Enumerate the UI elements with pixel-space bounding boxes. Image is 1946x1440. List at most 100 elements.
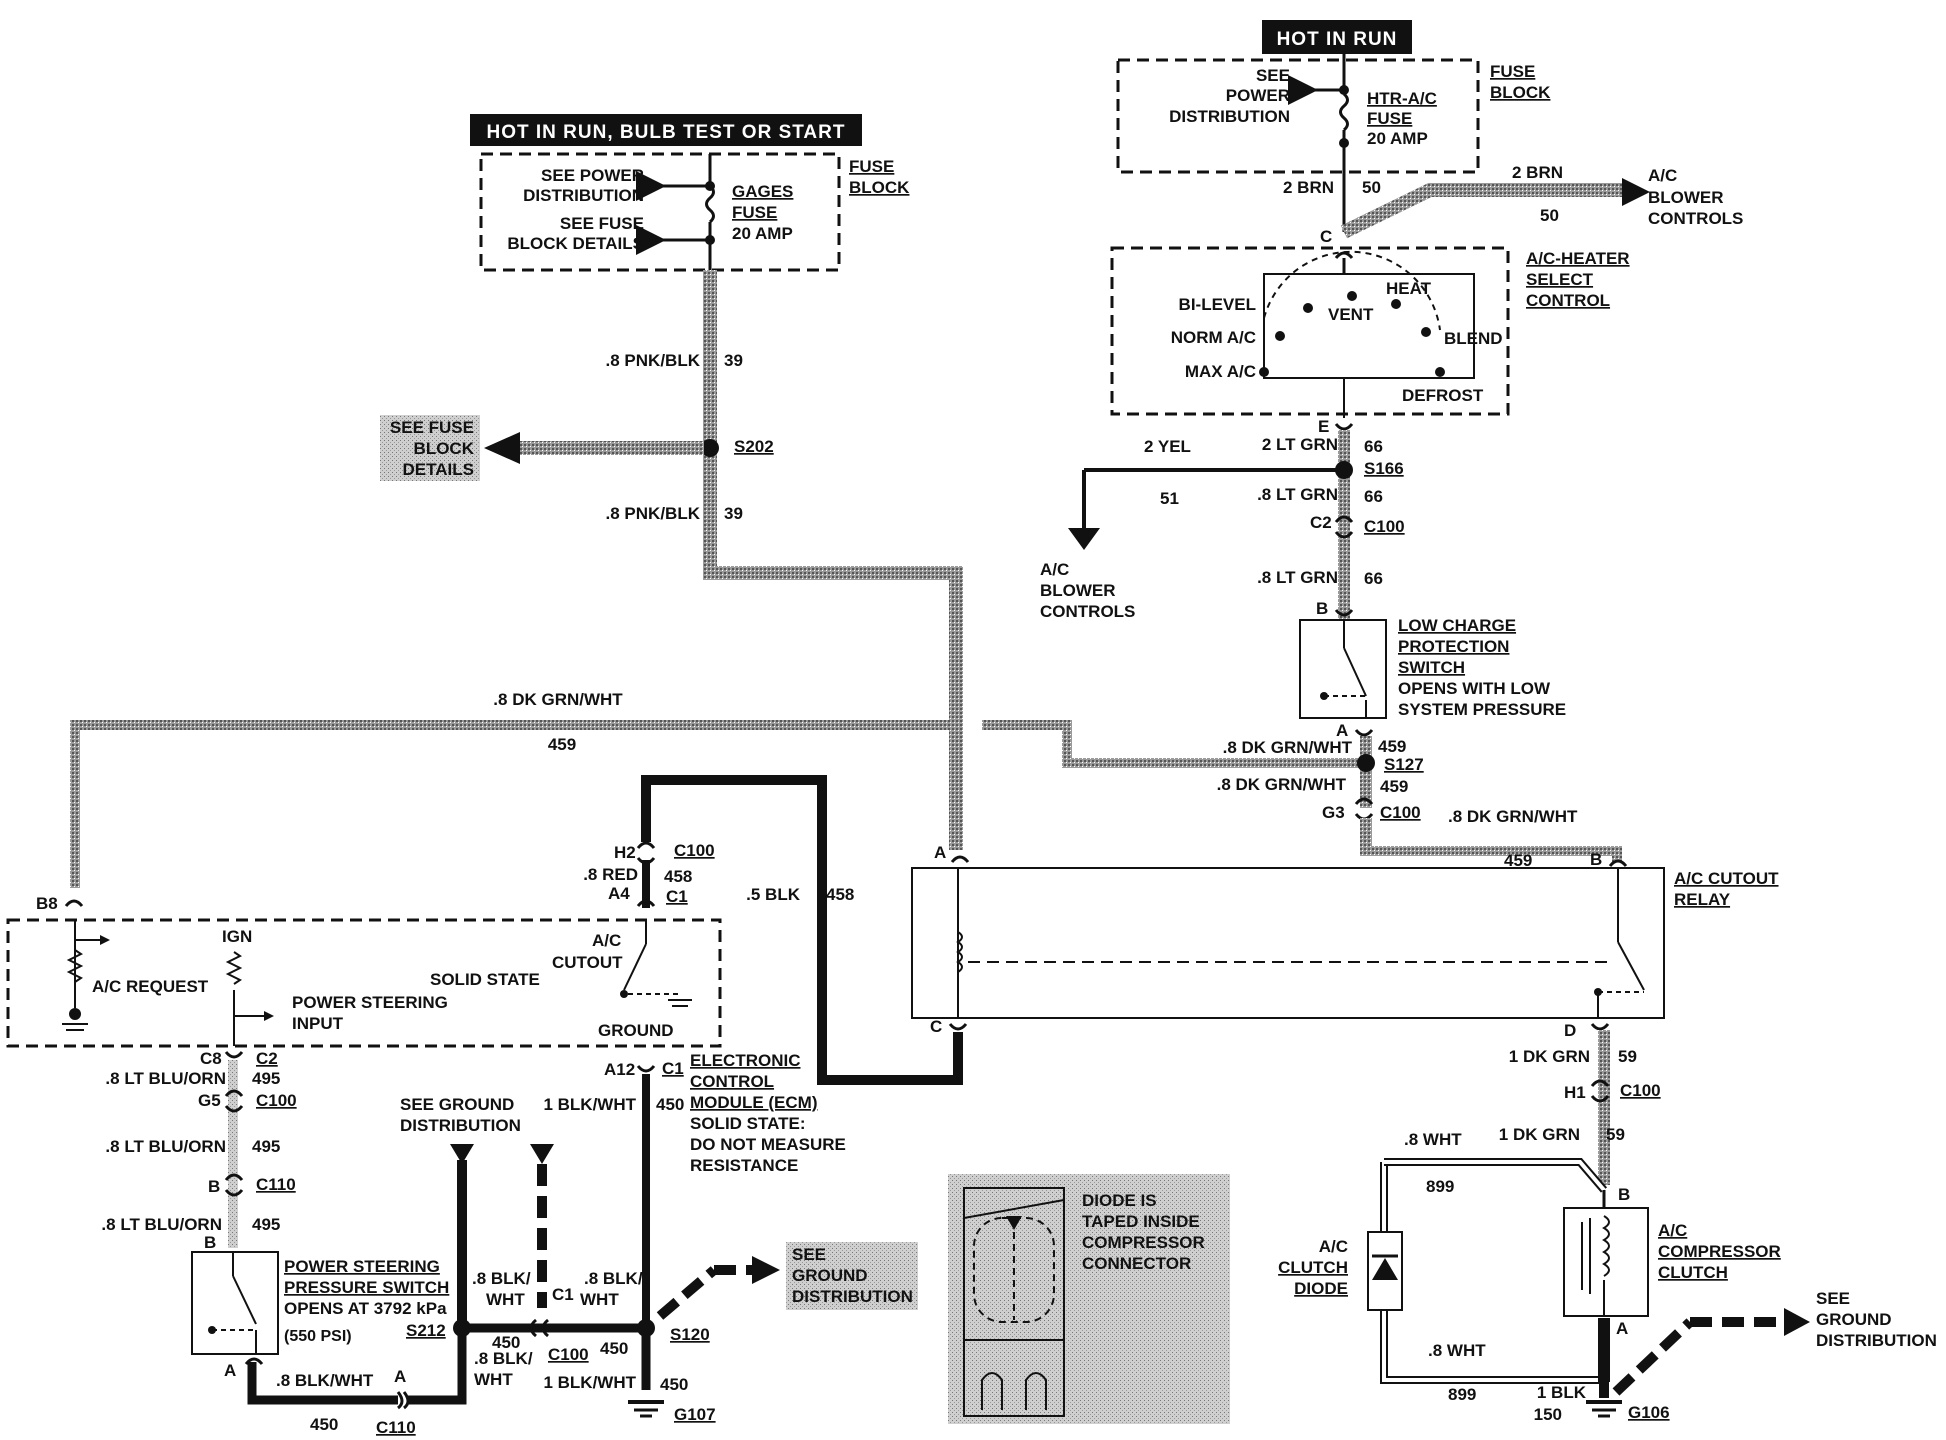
svg-text:66: 66 — [1364, 569, 1383, 588]
svg-text:A/C: A/C — [592, 931, 621, 950]
svg-text:MAX A/C: MAX A/C — [1185, 362, 1256, 381]
svg-text:A/C: A/C — [1040, 560, 1069, 579]
svg-text:POWER STEERING: POWER STEERING — [292, 993, 448, 1012]
gages-fuse-3: 20 AMP — [732, 224, 793, 243]
svg-text:S212: S212 — [406, 1321, 446, 1340]
svg-text:S202: S202 — [734, 437, 774, 456]
svg-text:DISTRIBUTION: DISTRIBUTION — [1169, 107, 1290, 126]
svg-text:2 LT GRN: 2 LT GRN — [1262, 435, 1338, 454]
svg-text:DISTRIBUTION: DISTRIBUTION — [1816, 1331, 1937, 1350]
svg-text:S166: S166 — [1364, 459, 1404, 478]
svg-text:458: 458 — [826, 885, 854, 904]
svg-text:C1: C1 — [666, 887, 688, 906]
svg-text:GROUND: GROUND — [1816, 1310, 1892, 1329]
svg-text:50: 50 — [1362, 178, 1381, 197]
svg-text:.5 BLK: .5 BLK — [746, 885, 801, 904]
svg-text:A/C: A/C — [1319, 1237, 1348, 1256]
svg-text:C100: C100 — [1620, 1081, 1661, 1100]
svg-text:G106: G106 — [1628, 1403, 1670, 1422]
svg-text:1 BLK/WHT: 1 BLK/WHT — [543, 1373, 636, 1392]
svg-text:C1: C1 — [662, 1059, 684, 1078]
svg-text:C100: C100 — [674, 841, 715, 860]
see-ground-box — [786, 1242, 918, 1310]
svg-text:CONTROL: CONTROL — [1526, 291, 1610, 310]
svg-text:BLOWER: BLOWER — [1040, 581, 1116, 600]
svg-text:2 BRN: 2 BRN — [1512, 163, 1563, 182]
svg-text:.8 BLK/: .8 BLK/ — [584, 1269, 643, 1288]
svg-text:CONTROLS: CONTROLS — [1040, 602, 1135, 621]
svg-text:B8: B8 — [36, 894, 58, 913]
svg-text:1 BLK: 1 BLK — [1537, 1383, 1587, 1402]
see-fuse-left-2: BLOCK DETAILS — [507, 234, 644, 253]
svg-text:GROUND: GROUND — [598, 1021, 674, 1040]
fuse-block-left-2: BLOCK — [849, 178, 910, 197]
svg-text:C8: C8 — [200, 1049, 222, 1068]
svg-text:50: 50 — [1540, 206, 1559, 225]
svg-text:DO NOT MEASURE: DO NOT MEASURE — [690, 1135, 846, 1154]
compressor-clutch — [1563, 1207, 1649, 1317]
svg-text:A12: A12 — [604, 1060, 635, 1079]
ac-cutout-relay — [911, 867, 1665, 1019]
svg-text:B: B — [1316, 599, 1328, 618]
connector-diagram — [963, 1187, 1065, 1417]
see-fuse-left-1: SEE FUSE — [560, 214, 644, 233]
svg-text:CLUTCH: CLUTCH — [1278, 1258, 1348, 1277]
svg-text:OPENS WITH LOW: OPENS WITH LOW — [1398, 679, 1551, 698]
svg-text:1 DK GRN: 1 DK GRN — [1509, 1047, 1590, 1066]
svg-text:.8 DK GRN/WHT: .8 DK GRN/WHT — [1448, 807, 1578, 826]
svg-text:BLOCK: BLOCK — [1490, 83, 1551, 102]
svg-text:B: B — [1618, 1185, 1630, 1204]
svg-text:WHT: WHT — [580, 1290, 619, 1309]
svg-text:DIODE: DIODE — [1294, 1279, 1348, 1298]
svg-text:2 YEL: 2 YEL — [1144, 437, 1191, 456]
svg-text:39: 39 — [724, 504, 743, 523]
svg-text:.8 LT BLU/ORN: .8 LT BLU/ORN — [105, 1069, 226, 1088]
svg-text:BLOWER: BLOWER — [1648, 188, 1724, 207]
svg-text:IGN: IGN — [222, 927, 252, 946]
svg-text:B: B — [208, 1177, 220, 1196]
svg-text:450: 450 — [600, 1339, 628, 1358]
svg-text:.8 LT BLU/ORN: .8 LT BLU/ORN — [101, 1215, 222, 1234]
svg-text:ELECTRONIC: ELECTRONIC — [690, 1051, 801, 1070]
svg-text:POWER STEERING: POWER STEERING — [284, 1257, 440, 1276]
svg-text:S127: S127 — [1384, 755, 1424, 774]
svg-text:66: 66 — [1364, 487, 1383, 506]
svg-text:SOLID STATE: SOLID STATE — [430, 970, 540, 989]
svg-text:MODULE (ECM): MODULE (ECM) — [690, 1093, 817, 1112]
svg-text:.8 LT GRN: .8 LT GRN — [1257, 485, 1338, 504]
svg-text:HEAT: HEAT — [1386, 279, 1432, 298]
svg-text:A/C CUTOUT: A/C CUTOUT — [1674, 869, 1779, 888]
svg-text:RELAY: RELAY — [1674, 890, 1731, 909]
gages-fuse-1: GAGES — [732, 182, 793, 201]
svg-text:459: 459 — [1378, 737, 1406, 756]
svg-text:.8 PNK/BLK: .8 PNK/BLK — [606, 504, 701, 523]
svg-text:51: 51 — [1160, 489, 1179, 508]
svg-text:GROUND: GROUND — [792, 1266, 868, 1285]
fuse-symbol-right — [1339, 92, 1349, 132]
svg-text:BLOCK: BLOCK — [414, 439, 475, 458]
svg-text:DEFROST: DEFROST — [1402, 386, 1484, 405]
svg-text:C2: C2 — [256, 1049, 278, 1068]
fuse-symbol-left — [705, 184, 715, 224]
svg-text:SEE: SEE — [792, 1245, 826, 1264]
svg-text:A/C: A/C — [1648, 166, 1677, 185]
svg-text:DISTRIBUTION: DISTRIBUTION — [792, 1287, 913, 1306]
svg-text:899: 899 — [1448, 1385, 1476, 1404]
svg-text:C100: C100 — [1364, 517, 1405, 536]
svg-text:FUSE: FUSE — [1367, 109, 1412, 128]
wire-dk-grn-wht-top — [70, 720, 950, 730]
svg-text:59: 59 — [1606, 1125, 1625, 1144]
see-power-left-2: DISTRIBUTION — [523, 186, 644, 205]
svg-text:G3: G3 — [1322, 803, 1345, 822]
wire-pnk-blk — [703, 270, 717, 580]
svg-text:.8 BLK/: .8 BLK/ — [472, 1269, 531, 1288]
diode-note-box — [948, 1174, 1230, 1424]
svg-text:PROTECTION: PROTECTION — [1398, 637, 1509, 656]
svg-text:B: B — [1590, 850, 1602, 869]
svg-text:HTR-A/C: HTR-A/C — [1367, 89, 1437, 108]
svg-text:NORM A/C: NORM A/C — [1171, 328, 1256, 347]
fuse-block-right — [1116, 58, 1480, 174]
svg-text:VENT: VENT — [1328, 305, 1374, 324]
svg-text:1 DK GRN: 1 DK GRN — [1499, 1125, 1580, 1144]
svg-text:POWER: POWER — [1226, 86, 1290, 105]
